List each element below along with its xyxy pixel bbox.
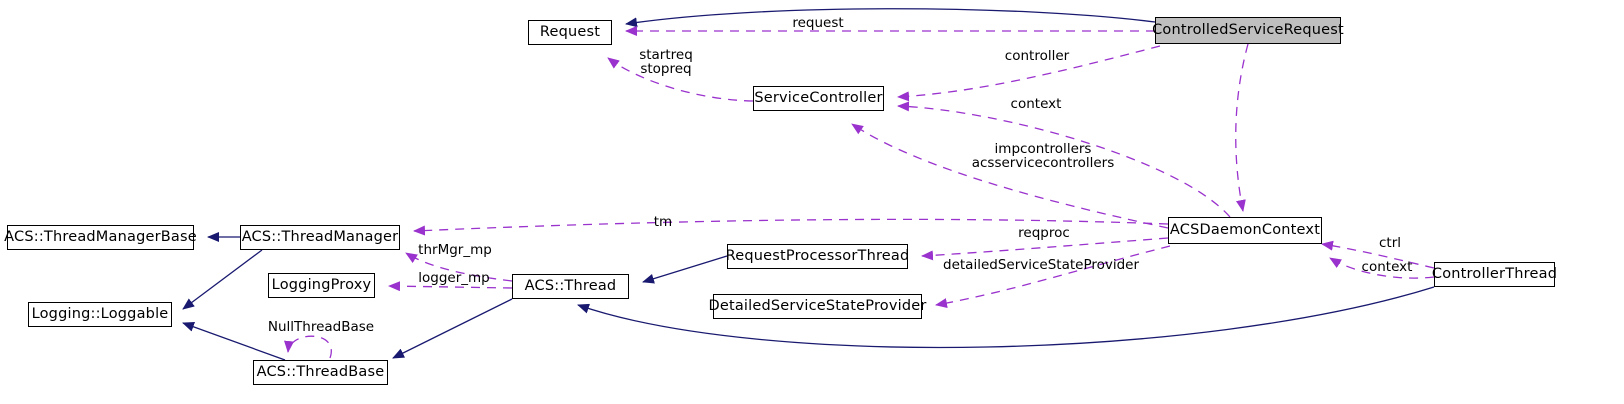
edge-label-reqproc: reqproc	[1018, 225, 1070, 241]
node-label: ControlledServiceRequest	[1152, 22, 1344, 39]
node-label: DetailedServiceStateProvider	[708, 298, 927, 315]
edge-label-logger-mp: logger_mp	[418, 270, 490, 286]
node-acs-thread-manager-base[interactable]: ACS::ThreadManagerBase	[4, 225, 197, 250]
edge-assoc-context-controlledrequest	[1235, 43, 1249, 212]
edge-label-controller: controller	[1004, 48, 1070, 64]
node-logging-proxy[interactable]: LoggingProxy	[268, 273, 375, 298]
edge-label-detailed-service-state-provider: detailedServiceStateProvider	[943, 257, 1140, 273]
node-label: ACSDaemonContext	[1169, 222, 1321, 239]
edge-assoc-logger-mp	[388, 281, 513, 292]
node-acs-thread-base[interactable]: ACS::ThreadBase	[253, 360, 388, 385]
edge-inherit-controllerthread-thread	[577, 286, 1435, 349]
edge-label-thrmgr-mp: thrMgr_mp	[418, 242, 492, 258]
edge-inherit-controlledservicerequest-request	[625, 8, 1156, 28]
inheritance-edges	[182, 8, 1435, 361]
edge-inherit-threadbase-loggable	[182, 322, 286, 361]
edge-label-impcontrollers: impcontrollers acsservicecontrollers	[971, 141, 1115, 171]
node-request[interactable]: Request	[528, 20, 612, 45]
edge-assoc-impcontrollers	[851, 123, 1169, 229]
node-label: ACS::Thread	[524, 278, 617, 295]
edge-label-startreq-stopreq: startreq stopreq	[639, 47, 693, 77]
edge-inherit-requestprocessorthread-thread	[642, 255, 728, 284]
node-label: ServiceController	[754, 90, 883, 107]
edge-assoc-context-controllerthread	[1329, 257, 1435, 279]
node-controlled-service-request[interactable]: ControlledServiceRequest	[1152, 17, 1344, 44]
edge-label-context-top: context	[1010, 96, 1062, 112]
edge-assoc-nullthreadbase-selfloop	[284, 335, 332, 359]
node-label: ACS::ThreadManager	[241, 229, 399, 246]
node-label: RequestProcessorThread	[725, 248, 910, 265]
edge-assoc-controller	[897, 45, 1161, 102]
edge-label-context-right: context	[1361, 259, 1413, 275]
node-service-controller[interactable]: ServiceController	[753, 86, 884, 111]
node-label: LoggingProxy	[271, 277, 372, 294]
node-controller-thread[interactable]: ControllerThread	[1431, 262, 1558, 287]
node-label: Logging::Loggable	[31, 306, 169, 323]
edge-label-ctrl: ctrl	[1378, 235, 1402, 251]
edge-label-request: request	[792, 15, 844, 31]
edge-label-tm: tm	[653, 214, 673, 230]
edge-label-nullthreadbase: NullThreadBase	[267, 319, 375, 335]
node-label: ControllerThread	[1431, 266, 1558, 283]
node-label: ACS::ThreadManagerBase	[4, 229, 197, 246]
node-acs-thread[interactable]: ACS::Thread	[512, 274, 629, 299]
edge-assoc-thrmgr-mp	[405, 252, 513, 282]
edge-assoc-detailedserviceprovider	[935, 245, 1171, 309]
edge-assoc-startreq-stopreq	[607, 57, 754, 102]
edge-helper-detailed	[580, 300, 713, 306]
edge-assoc-ctrl	[1321, 240, 1435, 269]
node-label: Request	[539, 24, 601, 41]
edge-assoc-tm	[413, 218, 1169, 236]
node-acs-thread-manager[interactable]: ACS::ThreadManager	[240, 225, 400, 250]
node-logging-loggable[interactable]: Logging::Loggable	[28, 302, 172, 327]
edge-assoc-context-servicecontroller	[897, 101, 1231, 218]
edge-inherit-thread-threadbase	[392, 298, 513, 359]
edge-inherit-threadmanager-loggable	[182, 249, 263, 310]
node-label: ACS::ThreadBase	[256, 364, 385, 381]
node-detailed-service-state-provider[interactable]: DetailedServiceStateProvider	[708, 294, 926, 319]
node-acs-daemon-context[interactable]: ACSDaemonContext	[1168, 217, 1322, 244]
node-request-processor-thread[interactable]: RequestProcessorThread	[725, 244, 910, 269]
association-edges	[284, 26, 1435, 359]
